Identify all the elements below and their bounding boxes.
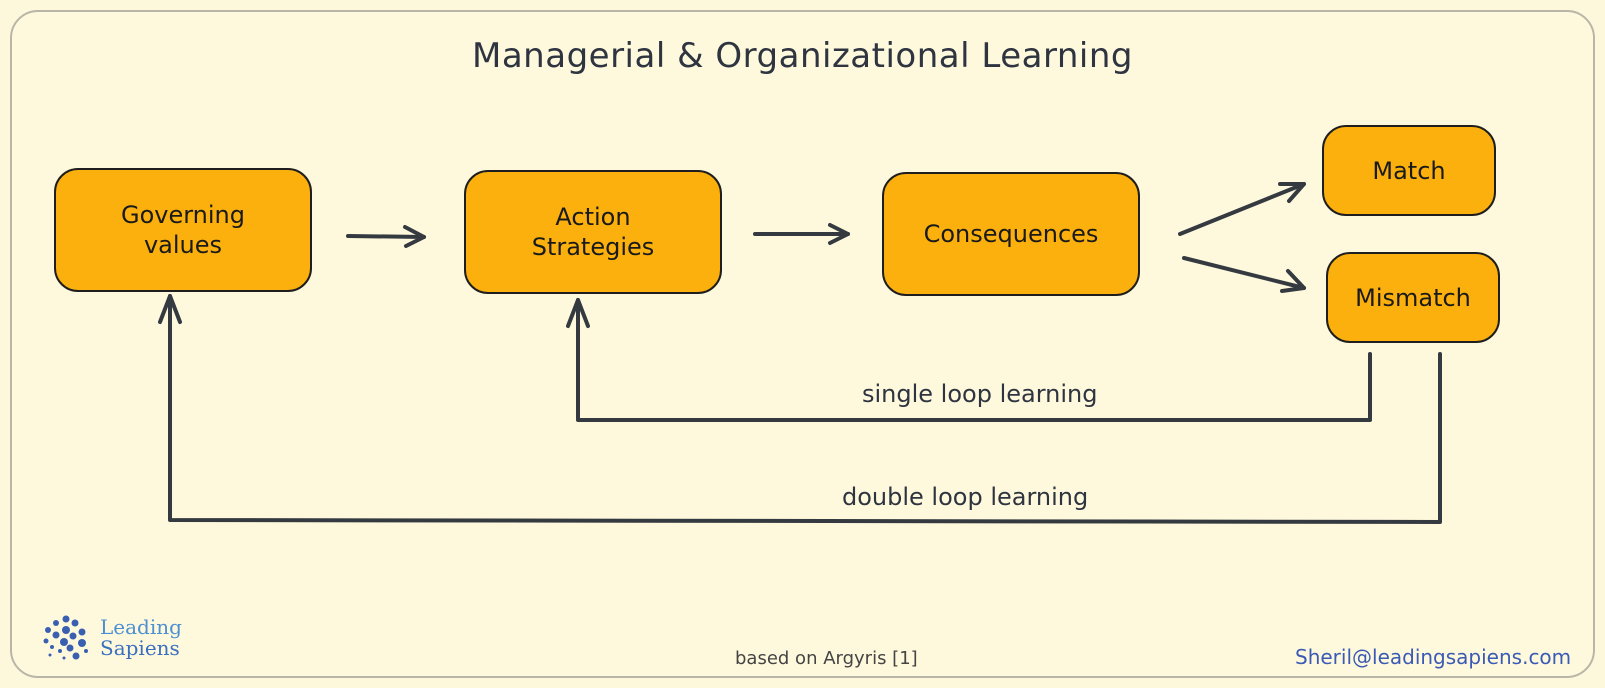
arrow-consequences-to-match — [1178, 182, 1306, 236]
arrow-governing-to-action — [346, 234, 426, 239]
source-note: based on Argyris [1] — [735, 648, 918, 669]
double-loop-connector — [168, 294, 1442, 524]
arrow-consequences-to-mismatch — [1182, 256, 1306, 290]
logo-line1: Leading — [100, 615, 182, 639]
diagram-title: Managerial & Organizational Learning — [472, 36, 1133, 76]
contact-email[interactable]: Sheril@leadingsapiens.com — [1295, 645, 1572, 669]
logo-line2: Sapiens — [100, 636, 180, 660]
node-mismatch: Mismatch — [1326, 252, 1500, 343]
node-match: Match — [1322, 125, 1496, 216]
node-governing-values: Governing values — [54, 168, 312, 292]
node-action-strategies: Action Strategies — [464, 170, 722, 294]
diagram-frame — [10, 10, 1595, 678]
single-loop-label: single loop learning — [862, 380, 1098, 408]
node-consequences: Consequences — [882, 172, 1140, 296]
logo: Leading Sapiens — [42, 615, 182, 661]
single-loop-connector — [576, 298, 1372, 422]
logo-dots-icon — [43, 615, 88, 660]
double-loop-label: double loop learning — [842, 483, 1089, 511]
